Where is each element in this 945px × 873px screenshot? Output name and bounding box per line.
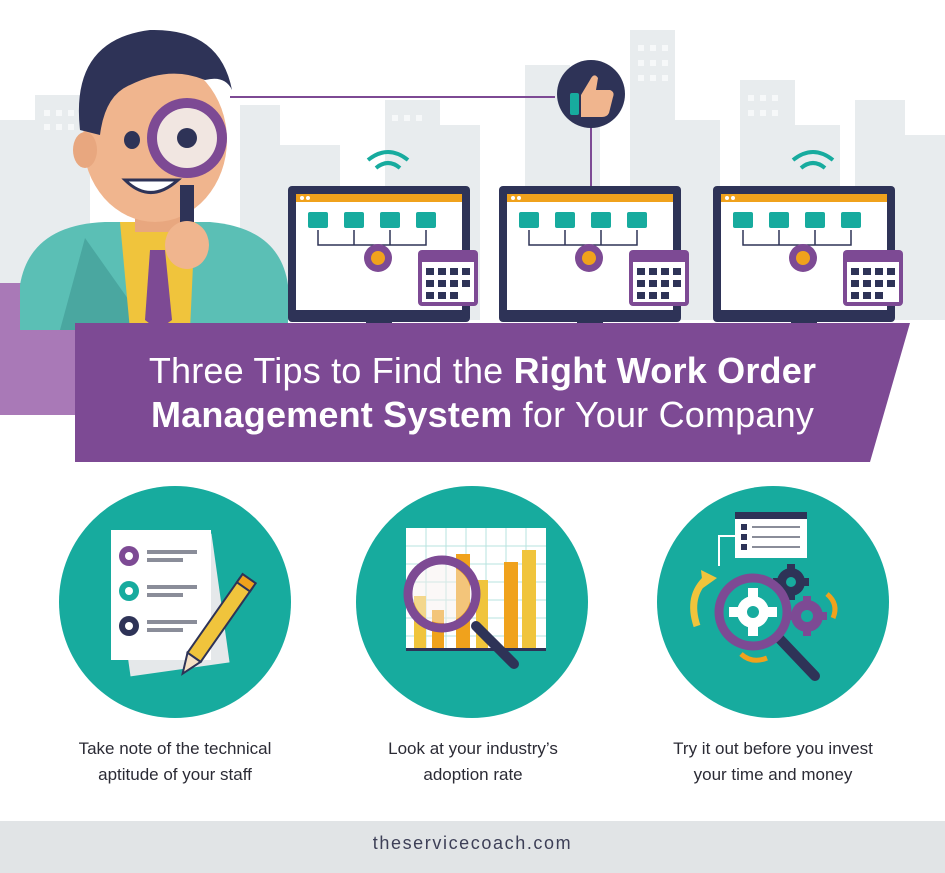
bar-chart-magnifier-icon: [356, 486, 588, 718]
title-banner: [75, 323, 910, 462]
page-title-line-2: Management System for Your Company: [10, 395, 945, 435]
person-illustration: [20, 29, 288, 330]
connector-lines: [230, 96, 592, 188]
hero-illustration: [0, 29, 945, 462]
tip-1-line-1: Take note of the technical: [78, 739, 272, 758]
title-bold-part: Management System: [150, 394, 513, 435]
tip-1-line-2: aptitude of your staff: [98, 765, 252, 784]
tip-2-caption: Look at your industry’s adoption rate: [333, 736, 613, 788]
tip-3-line-1: Try it out before you invest: [673, 739, 873, 758]
title-light-part: Three Tips to Find the: [148, 350, 514, 391]
monitor-2: [499, 186, 689, 348]
monitor-1: [288, 150, 478, 348]
skyline-windows: [44, 45, 778, 130]
tip-2-line-2: adoption rate: [423, 765, 523, 784]
tip-2-line-1: Look at your industry’s: [388, 739, 558, 758]
footer-bar: [0, 821, 945, 873]
footer-url-link[interactable]: theservicecoach.com: [372, 833, 573, 853]
title-light-part: for Your Company: [512, 394, 815, 435]
checklist-pencil-icon: [59, 486, 291, 718]
gears-magnifier-icon: [657, 486, 889, 718]
tip-3-caption: Try it out before you invest your time a…: [633, 736, 913, 788]
tip-3-line-2: your time and money: [693, 765, 853, 784]
thumbs-up-icon: [557, 60, 625, 128]
monitor-3: [713, 150, 903, 348]
title-bold-part: Right Work Order: [513, 350, 817, 391]
page-title-line-1: Three Tips to Find the Right Work Order: [10, 351, 945, 391]
tip-1-caption: Take note of the technical aptitude of y…: [35, 736, 315, 788]
